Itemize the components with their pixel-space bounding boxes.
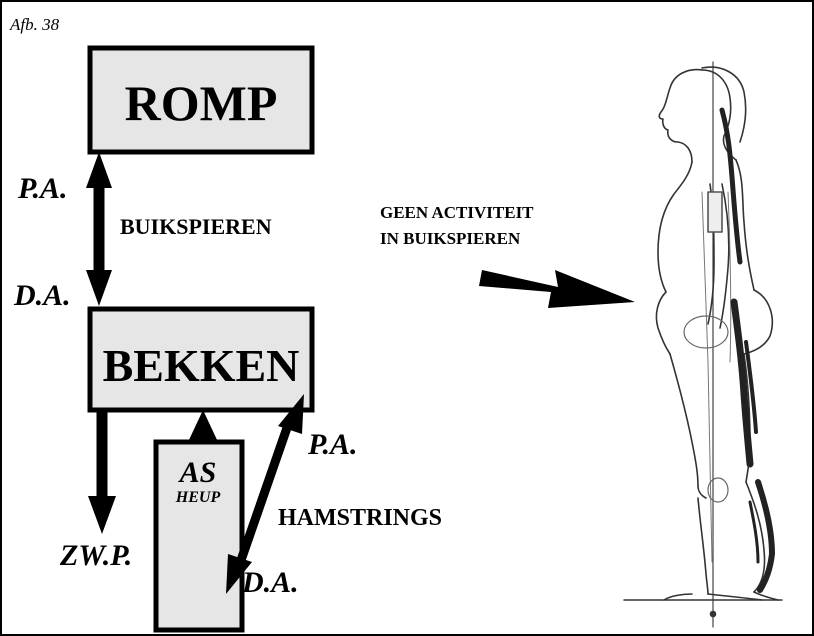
pa-top-label: P.A.: [17, 172, 67, 205]
romp-label: ROMP: [125, 75, 278, 131]
bekken-box: BEKKEN: [90, 309, 312, 410]
figure-label: Afb. 38: [9, 15, 60, 34]
hip-up-arrow: [188, 410, 218, 442]
heup-label: HEUP: [175, 489, 221, 506]
human-figure-illustration: [624, 62, 782, 627]
pointer-arrow: [479, 270, 635, 308]
abdominal-double-arrow: [86, 152, 112, 306]
hamstrings-label: HAMSTRINGS: [278, 505, 442, 531]
gravity-down-arrow: [88, 412, 116, 534]
annotation-line-1: GEEN ACTIVITEIT: [380, 203, 534, 222]
da-top-label: D.A.: [13, 279, 71, 312]
buikspieren-label: BUIKSPIEREN: [120, 214, 272, 239]
da-bottom-label: D.A.: [241, 566, 299, 599]
annotation-line-2: IN BUIKSPIEREN: [380, 229, 521, 248]
as-label: AS: [178, 456, 217, 489]
pa-bottom-label: P.A.: [307, 428, 357, 461]
romp-box: ROMP: [90, 48, 312, 152]
hip-axis-box: AS HEUP: [156, 442, 242, 630]
zwp-label: ZW.P.: [59, 539, 132, 572]
bekken-label: BEKKEN: [103, 340, 300, 391]
